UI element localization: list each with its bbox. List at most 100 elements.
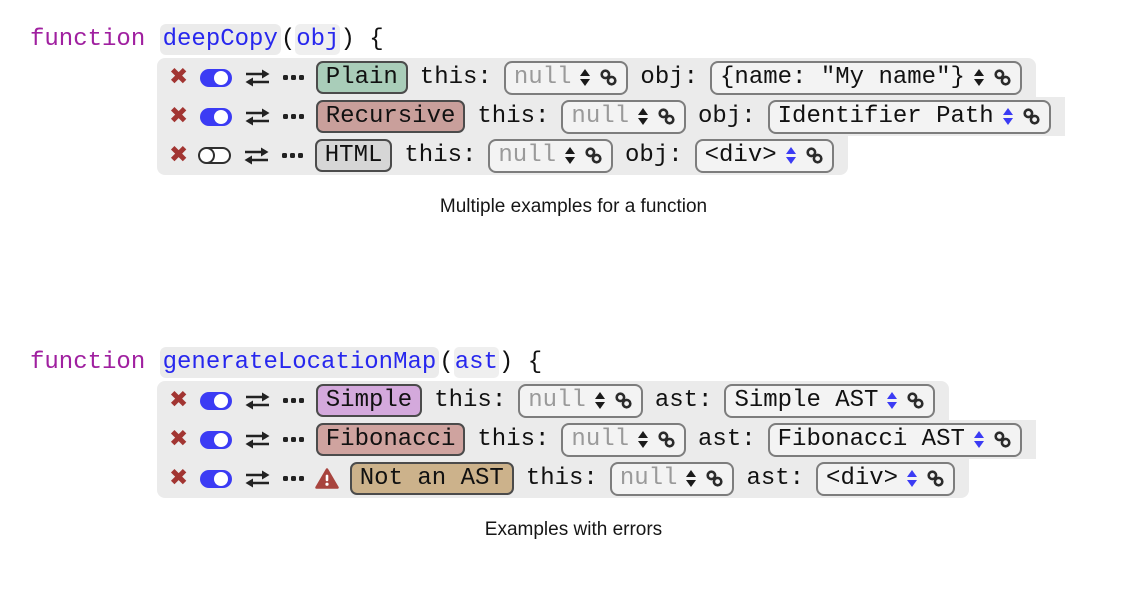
example-rows-panel: ✖ Simple this: null ast: Simple AST ✖ Fibo…: [157, 381, 1147, 498]
value-box[interactable]: null: [503, 60, 629, 95]
param-label: obj:: [625, 142, 683, 169]
value-text: null: [571, 103, 630, 130]
toggle-switch[interactable]: [200, 469, 233, 488]
value-text: null: [513, 64, 572, 91]
delete-icon[interactable]: ✖: [169, 465, 189, 491]
function-example-section: function generateLocationMap(ast) { ✖ Si…: [0, 347, 1147, 541]
brace-token: ) {: [498, 349, 543, 376]
function-example-section: function deepCopy(obj) { ✖ Plain this: nu…: [0, 24, 1147, 218]
param-label: ast:: [746, 465, 805, 492]
value-box[interactable]: <div>: [694, 138, 834, 173]
value-text: null: [528, 387, 586, 414]
delete-icon[interactable]: ✖: [169, 64, 189, 90]
value-text: null: [619, 465, 678, 492]
toggle-switch[interactable]: [198, 146, 232, 164]
value-box[interactable]: null: [488, 138, 614, 173]
stepper-icon[interactable]: [686, 470, 697, 487]
param-label: obj:: [698, 103, 756, 130]
stepper-icon[interactable]: [580, 69, 591, 86]
value-box[interactable]: null: [609, 461, 735, 496]
link-icon[interactable]: [599, 68, 618, 87]
value-box[interactable]: Fibonacci AST: [767, 422, 1022, 457]
toggle-switch[interactable]: [200, 68, 233, 87]
link-icon[interactable]: [993, 430, 1012, 449]
example-row: ✖ Fibonacci this:null ast:Fibonacci AST: [157, 420, 1036, 459]
value-box[interactable]: <div>: [816, 461, 956, 496]
stepper-icon[interactable]: [1002, 108, 1013, 125]
function-signature[interactable]: function deepCopy(obj) {: [30, 24, 1147, 56]
value-text: <div>: [704, 142, 777, 169]
example-name-badge[interactable]: Simple: [315, 384, 423, 417]
example-name-badge[interactable]: Fibonacci: [315, 423, 466, 456]
toggle-switch[interactable]: [200, 430, 233, 449]
delete-icon[interactable]: ✖: [169, 103, 189, 129]
keyword-token: function: [30, 349, 146, 376]
warning-icon[interactable]: [315, 468, 339, 489]
paren-token: (: [439, 349, 454, 376]
example-rows-panel: ✖ Plain this:null obj:{name: "My name"} …: [157, 58, 1147, 175]
stepper-icon[interactable]: [785, 147, 796, 164]
paren-token: (: [280, 26, 296, 53]
toggle-switch[interactable]: [200, 391, 233, 410]
function-signature[interactable]: function generateLocationMap(ast) {: [30, 347, 1147, 379]
stepper-icon[interactable]: [594, 392, 605, 409]
value-box[interactable]: null: [518, 383, 643, 418]
more-options-icon[interactable]: [283, 114, 304, 119]
stepper-icon[interactable]: [973, 431, 984, 448]
swap-arrows-icon[interactable]: [244, 469, 271, 489]
stepper-icon[interactable]: [638, 108, 649, 125]
value-box[interactable]: Simple AST: [724, 383, 936, 418]
link-icon[interactable]: [906, 391, 925, 410]
stepper-icon[interactable]: [638, 431, 649, 448]
keyword-token: function: [30, 26, 146, 53]
value-text: Identifier Path: [777, 103, 994, 130]
value-box[interactable]: {name: "My name"}: [710, 60, 1022, 95]
param-label: this:: [419, 64, 492, 91]
toggle-switch[interactable]: [200, 107, 233, 126]
link-icon[interactable]: [614, 391, 633, 410]
link-icon[interactable]: [705, 469, 724, 488]
stepper-icon[interactable]: [973, 69, 984, 86]
swap-arrows-icon[interactable]: [244, 430, 271, 450]
example-row: ✖ Not an AST this:null ast:<div>: [157, 459, 970, 498]
swap-arrows-icon[interactable]: [244, 107, 271, 127]
swap-arrows-icon[interactable]: [244, 391, 271, 411]
link-icon[interactable]: [805, 146, 824, 165]
param-label: ast:: [698, 426, 756, 453]
more-options-icon[interactable]: [282, 153, 303, 158]
more-options-icon[interactable]: [283, 476, 304, 481]
example-name-badge[interactable]: HTML: [314, 139, 393, 172]
link-icon[interactable]: [584, 146, 603, 165]
param-label: this:: [434, 387, 507, 414]
delete-icon[interactable]: ✖: [169, 142, 189, 168]
more-options-icon[interactable]: [283, 398, 304, 403]
value-text: {name: "My name"}: [720, 64, 965, 91]
more-options-icon[interactable]: [283, 75, 304, 80]
value-box[interactable]: Identifier Path: [767, 99, 1051, 134]
example-name-badge[interactable]: Plain: [315, 61, 408, 94]
param-token: obj: [295, 24, 341, 55]
param-label: ast:: [654, 387, 713, 414]
value-text: Simple AST: [734, 387, 879, 414]
link-icon[interactable]: [1022, 107, 1041, 126]
delete-icon[interactable]: ✖: [169, 387, 189, 413]
link-icon[interactable]: [657, 107, 676, 126]
function-name-token: generateLocationMap: [159, 347, 440, 378]
stepper-icon[interactable]: [907, 470, 918, 487]
param-token: ast: [453, 347, 499, 378]
param-label: this:: [477, 103, 550, 130]
stepper-icon[interactable]: [565, 147, 576, 164]
link-icon[interactable]: [926, 469, 945, 488]
stepper-icon[interactable]: [887, 392, 898, 409]
link-icon[interactable]: [657, 430, 676, 449]
link-icon[interactable]: [993, 68, 1012, 87]
value-box[interactable]: null: [561, 422, 687, 457]
value-box[interactable]: null: [561, 99, 687, 134]
more-options-icon[interactable]: [283, 437, 304, 442]
brace-token: ) {: [340, 26, 384, 53]
example-name-badge[interactable]: Recursive: [315, 100, 466, 133]
swap-arrows-icon[interactable]: [244, 68, 271, 88]
swap-arrows-icon[interactable]: [243, 146, 270, 166]
delete-icon[interactable]: ✖: [169, 426, 189, 452]
example-name-badge[interactable]: Not an AST: [349, 462, 514, 495]
